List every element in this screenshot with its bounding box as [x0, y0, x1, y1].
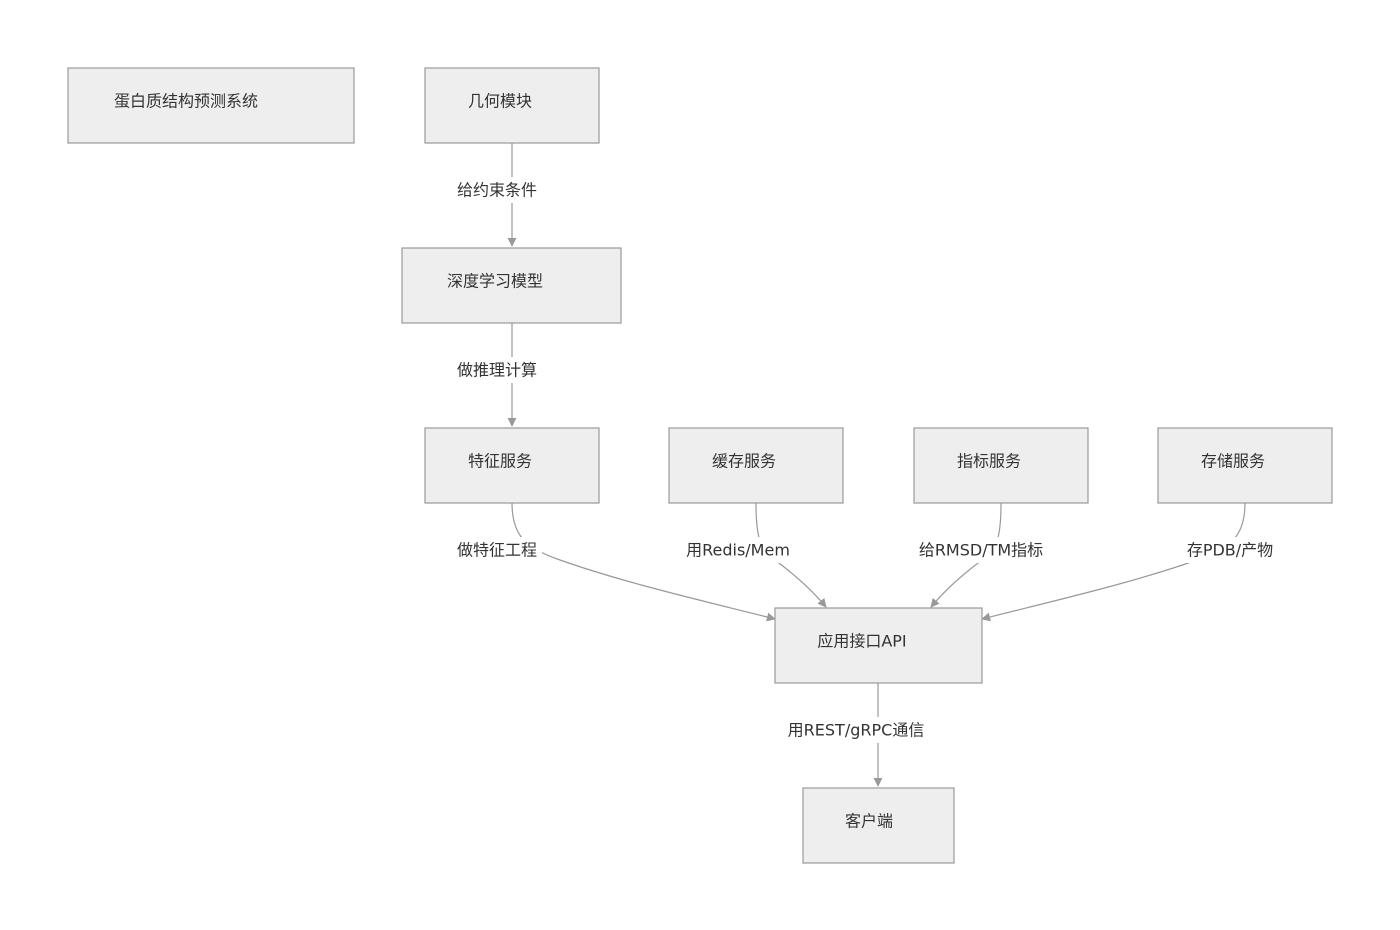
edge-storage-to-api: [981, 502, 1246, 622]
node-label: 深度学习模型: [447, 272, 543, 291]
edge-label-model-feature: 做推理计算: [452, 357, 542, 383]
node-cache: 缓存服务: [668, 427, 844, 504]
node-label: 存储服务: [1201, 452, 1265, 471]
node-label: 应用接口API: [817, 632, 906, 651]
edge-label-text: 给约束条件: [457, 181, 537, 200]
edge-label-text: 给RMSD/TM指标: [919, 541, 1043, 560]
node-label: 指标服务: [957, 452, 1021, 471]
edge-label-storage-api: 存PDB/产物: [1180, 537, 1280, 563]
edge-label-feature-api: 做特征工程: [452, 537, 542, 563]
node-geometry: 几何模块: [424, 67, 600, 144]
node-label: 特征服务: [468, 452, 532, 471]
edge-label-geometry-model: 给约束条件: [452, 177, 542, 203]
node-label: 缓存服务: [712, 452, 776, 471]
node-label: 蛋白质结构预测系统: [114, 92, 258, 111]
node-label: 客户端: [845, 812, 893, 831]
node-metric: 指标服务: [913, 427, 1089, 504]
edge-label-text: 做特征工程: [457, 541, 537, 560]
edge-label-text: 用REST/gRPC通信: [788, 721, 925, 740]
node-feature: 特征服务: [424, 427, 600, 504]
edge-label-text: 做推理计算: [457, 361, 537, 380]
node-title: 蛋白质结构预测系统: [67, 67, 355, 144]
edge-feature-to-api: [511, 502, 776, 622]
edge-label-text: 用Redis/Mem: [686, 541, 790, 560]
edge-label-metric-api: 给RMSD/TM指标: [914, 537, 1048, 563]
node-api: 应用接口API: [774, 607, 983, 684]
node-model: 深度学习模型: [401, 247, 622, 324]
node-client: 客户端: [802, 787, 955, 864]
node-label: 几何模块: [468, 92, 532, 111]
edge-label-api-client: 用REST/gRPC通信: [784, 717, 928, 743]
edge-label-cache-api: 用Redis/Mem: [686, 537, 790, 563]
node-storage: 存储服务: [1157, 427, 1333, 504]
edge-label-text: 存PDB/产物: [1187, 541, 1273, 560]
